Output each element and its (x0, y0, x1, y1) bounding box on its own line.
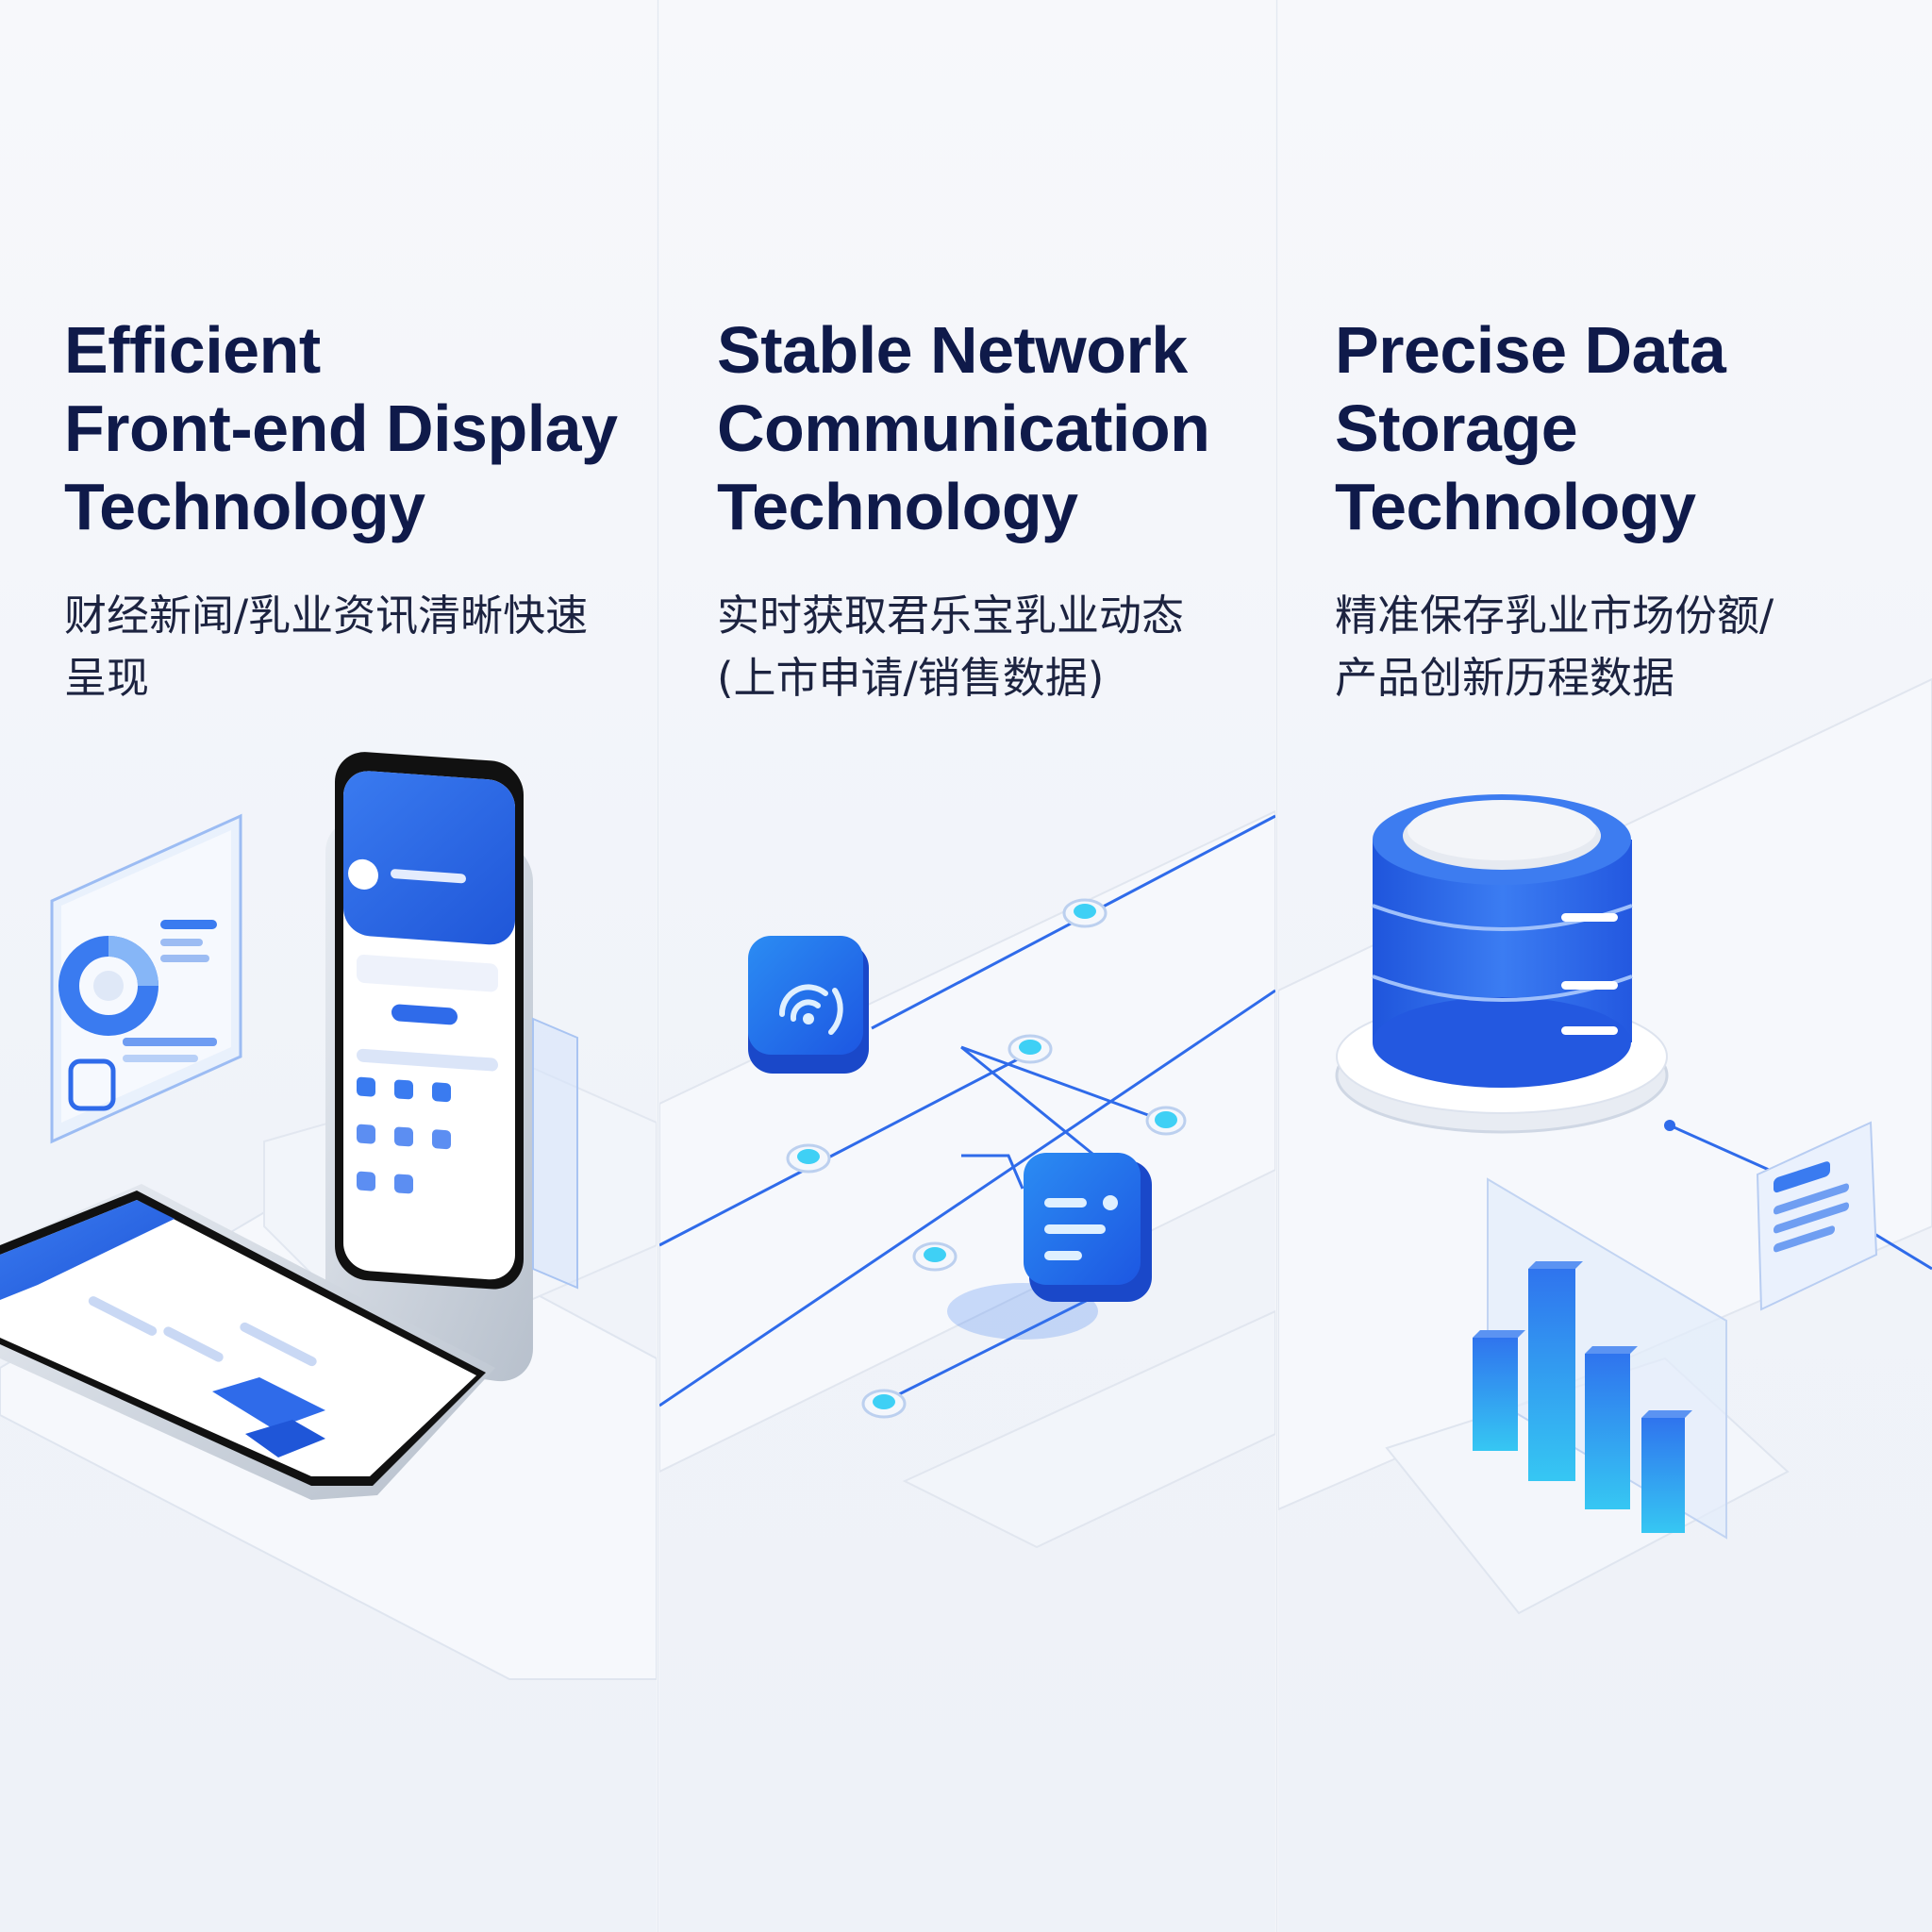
subtitle-line: (上市申请/销售数据) (717, 653, 1105, 703)
bar-chart-bar (1528, 1261, 1583, 1481)
database-icon (1335, 794, 1675, 1134)
title-line: Technology (717, 470, 1078, 543)
panel-divider (1275, 0, 1278, 1932)
panel-title: Efficient Front-end Display Technology (64, 311, 657, 546)
panel-network-communication: Stable Network Communication Technology … (659, 0, 1275, 1932)
smartphone-icon (325, 752, 533, 1382)
storage-illustration (1278, 677, 1932, 1615)
panel-front-end-display: Efficient Front-end Display Technology 财… (0, 0, 657, 1932)
subtitle-line: 呈现 (64, 653, 150, 703)
panel-title: Precise Data Storage Technology (1335, 311, 1932, 546)
title-line: Precise Data (1335, 313, 1726, 387)
subtitle-line: 财经新闻/乳业资讯清晰快速 (64, 591, 589, 641)
panel-subtitle: 精准保存乳业市场份额/ 产品创新历程数据 (1335, 585, 1932, 709)
connection-dot (786, 898, 1187, 1419)
title-line: Stable Network (717, 313, 1188, 387)
title-line: Storage (1335, 391, 1578, 465)
title-line: Communication (717, 391, 1210, 465)
title-line: Technology (64, 470, 425, 543)
subtitle-line: 精准保存乳业市场份额/ (1335, 591, 1774, 641)
donut-chart-icon (58, 936, 158, 1036)
bar-chart-bar (1585, 1346, 1638, 1509)
front-end-illustration (0, 752, 657, 1680)
panel-divider (657, 0, 659, 1932)
panel-subtitle: 实时获取君乐宝乳业动态 (上市申请/销售数据) (717, 585, 1275, 709)
document-card-icon (1756, 1121, 1878, 1311)
title-line: Technology (1335, 470, 1696, 543)
panel-title: Stable Network Communication Technology (717, 311, 1275, 546)
subtitle-line: 产品创新历程数据 (1335, 653, 1675, 703)
bar-chart-bar (1641, 1410, 1692, 1533)
title-line: Efficient (64, 313, 321, 387)
panel-data-storage: Precise Data Storage Technology 精准保存乳业市场… (1278, 0, 1932, 1932)
bar-chart-bar (1473, 1330, 1525, 1451)
tablet-dashboard-icon (50, 813, 242, 1144)
bar-chart-icon (1473, 1177, 1727, 1540)
smartphone-icon (0, 1184, 495, 1500)
signal-node-icon (748, 936, 869, 1074)
network-illustration (659, 809, 1275, 1549)
data-node-icon (947, 1153, 1152, 1340)
panel-subtitle: 财经新闻/乳业资讯清晰快速 呈现 (64, 585, 657, 709)
subtitle-line: 实时获取君乐宝乳业动态 (717, 591, 1185, 641)
title-line: Front-end Display (64, 391, 618, 465)
